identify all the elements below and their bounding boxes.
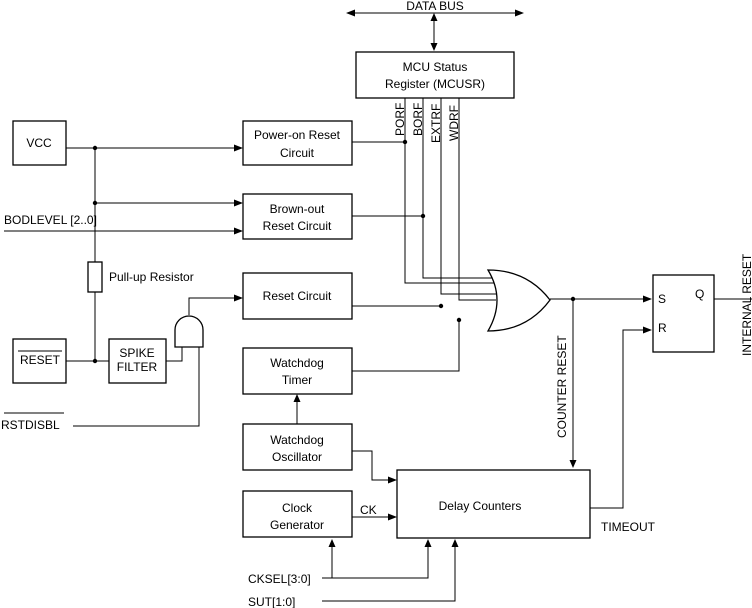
flag-porf-label: PORF — [393, 103, 407, 136]
data-bus-label: DATA BUS — [406, 0, 464, 13]
por-label-line2: Circuit — [280, 146, 315, 160]
sut-label: SUT[1:0] — [248, 595, 295, 608]
watchdog-timer-line1: Watchdog — [270, 356, 324, 370]
watchdog-timer-block: Watchdog Timer — [242, 347, 353, 395]
vcc-label: VCC — [26, 136, 52, 150]
bod-label-line1: Brown-out — [270, 202, 325, 216]
watchdog-timer-line2: Timer — [282, 373, 312, 387]
spike-filter-line1: SPIKE — [119, 346, 154, 360]
flag-lines — [404, 98, 500, 301]
reset-circuit-block: Reset Circuit — [242, 272, 353, 320]
bodlevel-label: BODLEVEL [2..0] — [4, 213, 97, 227]
clock-generator-block: Clock Generator — [242, 490, 353, 538]
internal-reset-label: INTERNAL RESET — [740, 253, 752, 356]
mcusr-label-line1: MCU Status — [403, 60, 468, 74]
ck-label: CK — [360, 503, 377, 517]
por-label-line1: Power-on Reset — [254, 128, 341, 142]
sr-r-label: R — [658, 321, 667, 335]
and-gate — [174, 315, 204, 348]
watchdog-oscillator-block: Watchdog Oscillator — [242, 423, 353, 471]
delay-counters-label: Delay Counters — [439, 499, 522, 513]
flag-borf-label: BORF — [411, 103, 425, 136]
rstdisbl-label: RSTDISBL — [1, 418, 60, 432]
reset-circuit-label: Reset Circuit — [263, 289, 332, 303]
spike-filter-line2: FILTER — [117, 360, 158, 374]
bod-label-line2: Reset Circuit — [263, 219, 332, 233]
watchdog-oscillator-line1: Watchdog — [270, 433, 324, 447]
reset-pin-block: RESET — [12, 338, 67, 384]
cksel-label: CKSEL[3:0] — [248, 572, 311, 586]
data-bus: DATA BUS — [346, 0, 524, 51]
pull-up-resistor — [87, 261, 103, 293]
flag-wdrf-label: WDRF — [447, 105, 461, 141]
timeout-label: TIMEOUT — [601, 520, 656, 534]
or-gate — [486, 269, 551, 332]
delay-counters-block: Delay Counters — [396, 469, 591, 539]
mcusr-block: MCU Status Register (MCUSR) — [355, 51, 515, 99]
counter-reset-label: COUNTER RESET — [555, 335, 569, 438]
vcc-block: VCC — [12, 120, 67, 166]
mcusr-label-line2: Register (MCUSR) — [385, 77, 485, 91]
sr-latch-block: S R Q — [652, 274, 715, 353]
clock-generator-line1: Clock — [282, 501, 313, 515]
power-on-reset-block: Power-on Reset Circuit — [242, 120, 353, 166]
pull-up-resistor-label: Pull-up Resistor — [109, 270, 194, 284]
sr-q-label: Q — [695, 287, 704, 301]
clock-generator-line2: Generator — [270, 518, 324, 532]
brown-out-block: Brown-out Reset Circuit — [242, 193, 353, 240]
spike-filter-block: SPIKE FILTER — [108, 338, 167, 384]
sr-s-label: S — [658, 292, 666, 306]
flag-extrf-label: EXTRF — [429, 104, 443, 143]
watchdog-oscillator-line2: Oscillator — [272, 450, 322, 464]
reset-pin-label: RESET — [20, 353, 61, 367]
